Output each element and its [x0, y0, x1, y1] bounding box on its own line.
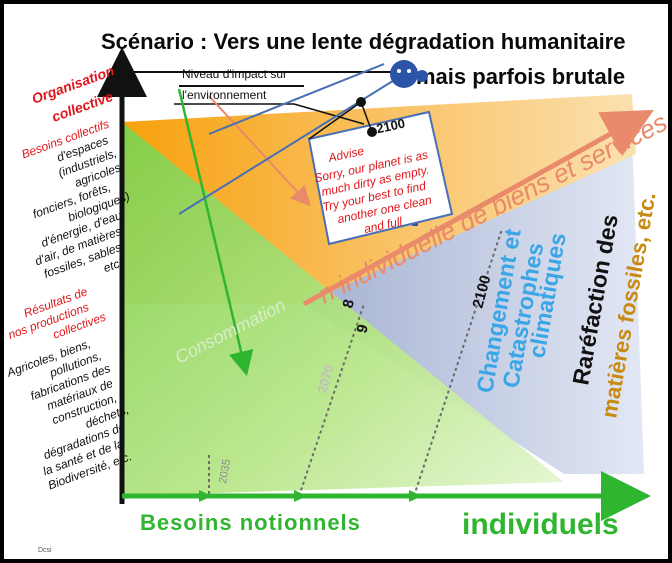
sign-year: 2100: [375, 116, 406, 137]
impact-line-2: l'environnement: [182, 88, 267, 102]
x-axis-label-large: individuels: [462, 508, 619, 541]
impact-link-line: [293, 103, 365, 125]
green-impact-arrow: [177, 88, 254, 377]
diagram-frame: 2100 Advise Sorry, our planet is as much…: [4, 4, 668, 559]
diagram-title-line-2: mais parfois brutale: [416, 64, 625, 89]
green-region: [122, 122, 564, 496]
blue-region: [304, 134, 644, 474]
production-arrow: [302, 109, 654, 307]
salmon-impact-arrow: [208, 95, 311, 207]
footnote: Dcsi: [38, 547, 52, 554]
blue-line-1: [178, 73, 405, 215]
sign-text: 2100 Advise Sorry, our planet is as much…: [313, 116, 433, 236]
section1-line-8: etc.: [102, 255, 125, 275]
sign-board: [307, 97, 454, 246]
x-axis-label-small: Besoins notionnels: [140, 510, 361, 535]
blue-line-2: [208, 63, 385, 135]
left-column-section-1: Besoins collectifs d'espaces (industriel…: [20, 117, 132, 281]
year-mark-2035: 2035: [217, 458, 233, 484]
diagram-svg: 2100 Advise Sorry, our planet is as much…: [4, 29, 668, 554]
impact-line-1: Niveau d'impact sur: [182, 67, 287, 81]
year-mark-2070: 2070: [314, 363, 336, 395]
title-bullet: [416, 70, 428, 82]
year-markers: [208, 228, 503, 497]
diagram-title: Scénario : Vers une lente dégradation hu…: [101, 29, 625, 54]
x-axis-ticks: [199, 490, 422, 502]
